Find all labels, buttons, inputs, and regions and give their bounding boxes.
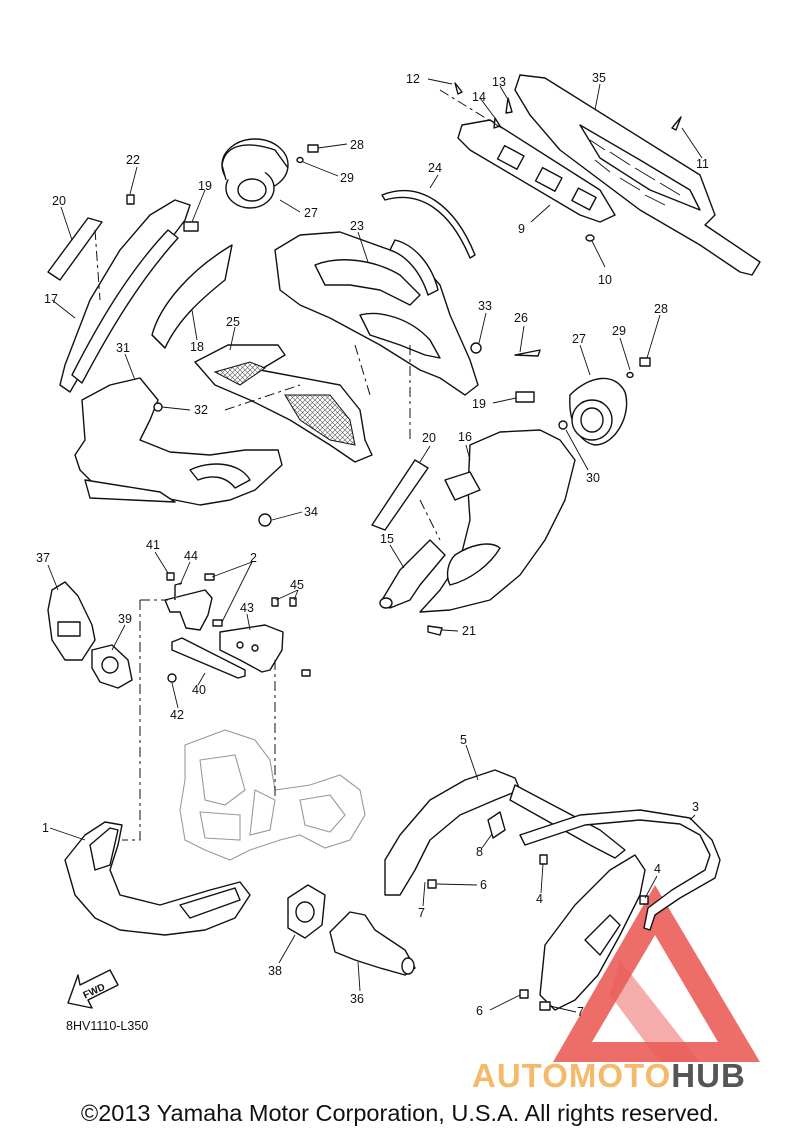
callout-21: 21: [462, 624, 476, 638]
callout-3: 3: [692, 800, 699, 814]
part-1-lower-cowl: [64, 821, 251, 936]
part-19-pad-right: [515, 391, 535, 403]
drawing-code: 8HV1110-L350: [66, 1019, 148, 1033]
callout-38: 38: [268, 964, 282, 978]
part-43-bracket: [219, 624, 284, 673]
assembly-lines: [94, 89, 506, 841]
callout-28a: 28: [350, 138, 364, 152]
callout-22: 22: [126, 153, 140, 167]
callout-36: 36: [350, 992, 364, 1006]
callout-18: 18: [190, 340, 204, 354]
callout-34: 34: [304, 505, 318, 519]
callout-4b: 4: [654, 862, 661, 876]
callout-6b: 6: [476, 1004, 483, 1018]
callout-27b: 27: [572, 332, 586, 346]
callout-23: 23: [350, 219, 364, 233]
callout-1: 1: [42, 821, 49, 835]
callout-28b: 28: [654, 302, 668, 316]
copyright-notice: ©2013 Yamaha Motor Corporation, U.S.A. A…: [80, 1100, 720, 1126]
fasteners: [126, 82, 682, 636]
callout-29b: 29: [612, 324, 626, 338]
callout-numbers: 1 2 3 4 4 5 6 6 7 7 8 9 10 11 12 13 14 1…: [36, 71, 709, 1019]
part-25-mesh-guard: [194, 344, 373, 463]
callout-39: 39: [118, 612, 132, 626]
callout-9: 9: [518, 222, 525, 236]
callout-32: 32: [194, 403, 208, 417]
callout-20b: 20: [422, 431, 436, 445]
callout-2: 2: [250, 551, 257, 565]
part-27-end-cap-right: [569, 377, 628, 446]
callout-31: 31: [116, 341, 130, 355]
callout-14: 14: [472, 90, 486, 104]
watermark-word-auto: AUTO: [472, 1057, 569, 1094]
callout-19a: 19: [198, 179, 212, 193]
part-40-stay: [171, 637, 246, 679]
part-36-air-duct: [329, 911, 416, 976]
part-31-inner-panel: [74, 377, 283, 506]
callout-45: 45: [290, 578, 304, 592]
callout-42: 42: [170, 708, 184, 722]
callout-25: 25: [226, 315, 240, 329]
part-8-clip: [487, 811, 506, 839]
watermark-text: AUTOMOTOHUB: [472, 1057, 746, 1094]
callout-29a: 29: [340, 171, 354, 185]
part-24-trim-strip: [381, 190, 476, 259]
callout-7a: 7: [418, 906, 425, 920]
callout-43: 43: [240, 601, 254, 615]
part-18-inner-cover: [151, 244, 233, 349]
callout-15: 15: [380, 532, 394, 546]
part-20-decal-left: [47, 217, 103, 281]
watermark-word-hub: HUB: [671, 1057, 746, 1094]
part-38-inner-duct: [287, 884, 326, 939]
callout-16: 16: [458, 430, 472, 444]
part-35-shield-bracket: [514, 74, 761, 276]
part-3-guard-pipe: [519, 809, 721, 931]
part-17-side-cover-left: [59, 199, 191, 393]
part-16-exhaust-cover: [419, 429, 576, 613]
callout-33: 33: [478, 299, 492, 313]
callout-12: 12: [406, 72, 420, 86]
frame-ghost-outline: [179, 729, 366, 861]
callout-19b: 19: [472, 397, 486, 411]
callout-27a: 27: [304, 206, 318, 220]
callout-8: 8: [476, 845, 483, 859]
part-5-cowl-bracket: [384, 769, 626, 896]
part-27-end-cap-top: [221, 138, 289, 209]
callout-6a: 6: [480, 878, 487, 892]
fasteners-lower-right: [427, 854, 649, 1011]
part-19-pad-top: [183, 221, 199, 232]
callout-26: 26: [514, 311, 528, 325]
callout-30: 30: [586, 471, 600, 485]
callout-24: 24: [428, 161, 442, 175]
leader-lines: [47, 78, 703, 1013]
callout-10: 10: [598, 273, 612, 287]
part-44-bracket: [164, 582, 213, 631]
callout-20a: 20: [52, 194, 66, 208]
callout-44: 44: [184, 549, 198, 563]
callout-7b: 7: [577, 1005, 584, 1019]
svg-text:AUTOMOTOHUB: AUTOMOTOHUB: [472, 1057, 746, 1094]
part-39-duct-inner: [91, 644, 133, 689]
fasteners-mid: [166, 572, 311, 683]
part-37-duct-cover: [47, 581, 96, 661]
callout-35: 35: [592, 71, 606, 85]
callout-13: 13: [492, 75, 506, 89]
callout-11: 11: [696, 157, 709, 171]
part-9-heat-shield-plate: [457, 119, 616, 223]
callout-5: 5: [460, 733, 467, 747]
watermark-word-moto: MOTO: [569, 1057, 671, 1094]
part-23-muffler-protector: [274, 231, 479, 396]
callout-17: 17: [44, 292, 58, 306]
watermark-triangle-logo: [553, 885, 760, 1062]
callout-40: 40: [192, 683, 206, 697]
part-20-decal-right: [371, 459, 429, 531]
callout-4a: 4: [536, 892, 543, 906]
callout-37: 37: [36, 551, 50, 565]
part-15-exhaust-lower-cover: [379, 539, 446, 609]
callout-41: 41: [146, 538, 160, 552]
fwd-arrow-icon: FWD: [67, 969, 119, 1009]
part-7-side-panel: [539, 854, 646, 1011]
